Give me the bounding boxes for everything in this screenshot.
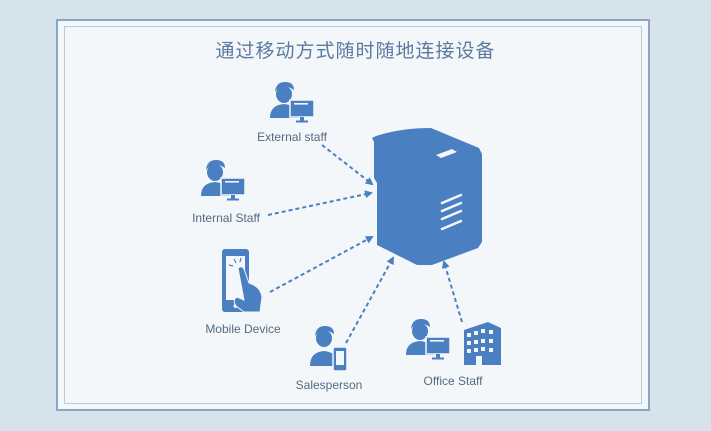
office-building-icon (464, 322, 501, 365)
diagram-title: 通过移动方式随时随地连接设备 (215, 40, 496, 62)
label-internal-staff: Internal Staff (192, 211, 260, 225)
internal-staff-icon (200, 159, 246, 202)
arrow-internal-to-printer (267, 190, 373, 216)
arrow-external-to-printer (321, 144, 374, 186)
label-mobile-device: Mobile Device (205, 322, 281, 336)
arrow-office-to-printer (441, 260, 463, 323)
label-salesperson: Salesperson (295, 378, 363, 392)
label-office-staff: Office Staff (423, 374, 483, 388)
printer-icon (372, 128, 482, 265)
salesperson-icon (310, 326, 348, 372)
mobile-device-icon (222, 249, 263, 313)
external-staff-icon (269, 81, 315, 124)
diagram-frame (56, 19, 650, 411)
frame-inner-border (64, 26, 642, 404)
label-external-staff: External staff (257, 130, 327, 144)
arrow-mobile-to-printer (269, 236, 374, 293)
office-staff-icon (405, 318, 451, 361)
arrow-salesperson-to-printer (345, 256, 394, 344)
